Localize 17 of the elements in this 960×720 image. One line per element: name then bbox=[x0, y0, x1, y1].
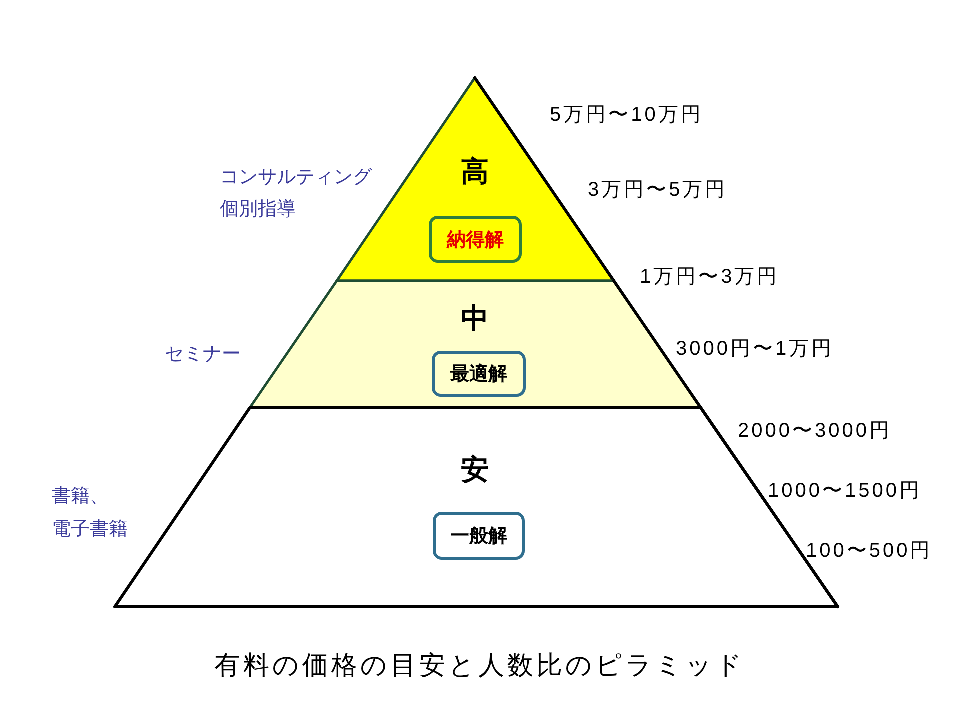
tier-label: 高 bbox=[461, 158, 489, 186]
price-label: 2000〜3000円 bbox=[738, 421, 892, 441]
tier-label: 中 bbox=[461, 305, 489, 333]
solution-box: 納得解 bbox=[429, 216, 522, 263]
price-label: 3万円〜5万円 bbox=[588, 180, 728, 200]
price-label: 5万円〜10万円 bbox=[550, 105, 704, 125]
solution-box: 一般解 bbox=[433, 512, 525, 560]
solution-box: 最適解 bbox=[432, 351, 526, 397]
side-label: コンサルティング個別指導 bbox=[220, 166, 374, 222]
price-label: 100〜500円 bbox=[806, 541, 933, 561]
side-label: セミナー bbox=[165, 343, 241, 367]
tier-label: 安 bbox=[461, 456, 489, 484]
price-label: 1000〜1500円 bbox=[768, 481, 922, 501]
price-label: 3000円〜1万円 bbox=[676, 339, 834, 359]
price-label: 1万円〜3万円 bbox=[640, 267, 780, 287]
caption: 有料の価格の目安と人数比のピラミッド bbox=[214, 650, 746, 680]
side-label: 書籍、電子書籍 bbox=[52, 485, 129, 542]
